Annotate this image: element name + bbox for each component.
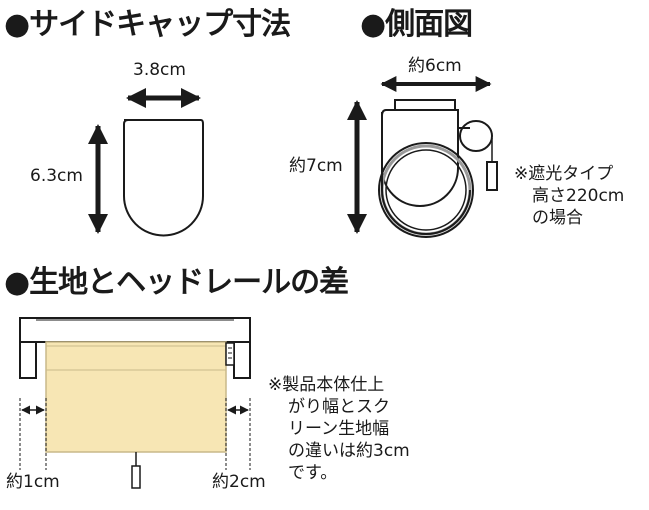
side-view-height-label: 約7cm [289, 156, 343, 176]
side-view-note-line2: 高さ220cm [532, 186, 625, 206]
fabric-diff-note-line1: ※製品本体仕上 [268, 375, 385, 395]
side-cap-width-label: 3.8cm [133, 60, 186, 80]
side-view-width-label: 約6cm [408, 56, 462, 76]
side-view-note-line1: ※遮光タイプ [514, 164, 614, 184]
fabric-diff-heading: ●生地とヘッドレールの差 [4, 265, 349, 300]
fabric-diff-note-line5: です。 [288, 463, 338, 483]
right-gap-label: 約2cm [212, 472, 266, 492]
fabric-diff-note-line3: リーン生地幅 [288, 419, 390, 439]
fabric-panel [45, 341, 227, 453]
side-view-shape [378, 99, 498, 238]
left-gap-arrow [19, 398, 47, 470]
fabric-diff-note-line4: の違いは約3cm [288, 441, 410, 461]
left-gap-label: 約1cm [6, 472, 60, 492]
roller-blind-front [19, 317, 251, 489]
fabric-diff-note: ※製品本体仕上 がり幅とスク リーン生地幅 の違いは約3cm です。 [268, 374, 410, 484]
side-view-note: ※遮光タイプ 高さ220cm の場合 [514, 163, 624, 229]
side-view-note-line3: の場合 [532, 208, 583, 228]
side-cap-heading: ●サイドキャップ寸法 [4, 7, 291, 42]
fabric-diff-note-line2: がり幅とスク [288, 397, 390, 417]
side-cap-height-label: 6.3cm [30, 166, 83, 186]
side-cap-shape [123, 119, 204, 237]
side-view-heading: ●側面図 [360, 7, 473, 42]
right-gap-arrow [225, 398, 251, 470]
